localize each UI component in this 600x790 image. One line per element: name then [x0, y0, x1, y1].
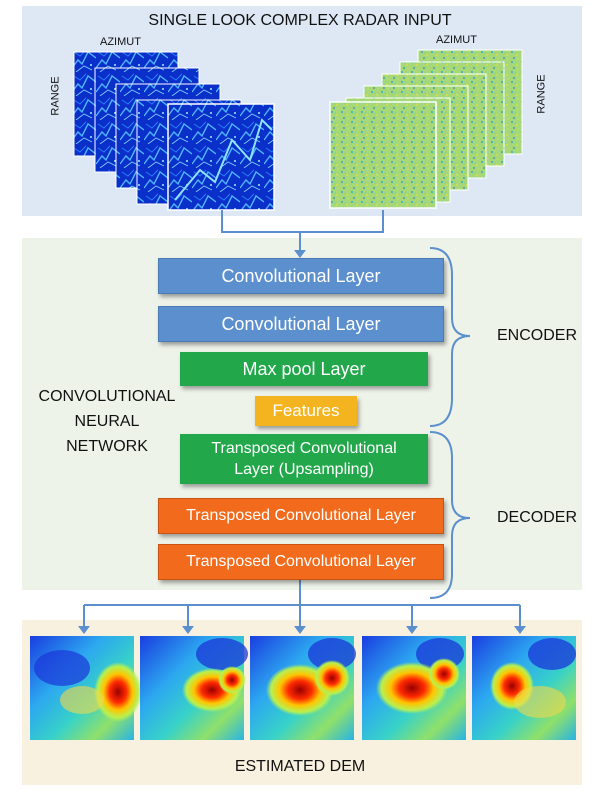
encoder-brace [429, 247, 471, 427]
transposed-conv-layer-1: Transposed Convolutional Layer [158, 498, 444, 534]
dem-map-5 [472, 636, 576, 740]
dem-map-1 [30, 636, 142, 740]
decoder-brace [429, 431, 471, 599]
encoder-label: ENCODER [497, 327, 578, 344]
conv-layer-2: Convolutional Layer [158, 306, 444, 342]
output-arrows [83, 580, 521, 628]
transposed-conv-upsampling-layer: Transposed Convolutional Layer (Upsampli… [180, 434, 428, 484]
network-label: CONVOLUTIONAL NEURAL NETWORK [38, 388, 176, 455]
dem-map-2 [140, 636, 248, 740]
left-input-stack [73, 51, 275, 211]
decoder-label: DECODER [497, 509, 578, 526]
dem-map-4 [362, 636, 466, 740]
left-azimut-label: AZIMUT [100, 36, 141, 48]
conv-layer-1: Convolutional Layer [158, 258, 444, 294]
features-box: Features [255, 396, 357, 426]
max-pool-layer: Max pool Layer [180, 352, 428, 386]
dem-map-3 [250, 636, 356, 740]
input-title: SINGLE LOOK COMPLEX RADAR INPUT [148, 12, 452, 29]
right-azimut-label: AZIMUT [436, 34, 477, 46]
input-connector-arrow [221, 210, 384, 258]
output-label: ESTIMATED DEM [234, 758, 366, 775]
right-input-stack [329, 49, 523, 209]
transposed-conv-layer-2: Transposed Convolutional Layer [158, 544, 444, 580]
